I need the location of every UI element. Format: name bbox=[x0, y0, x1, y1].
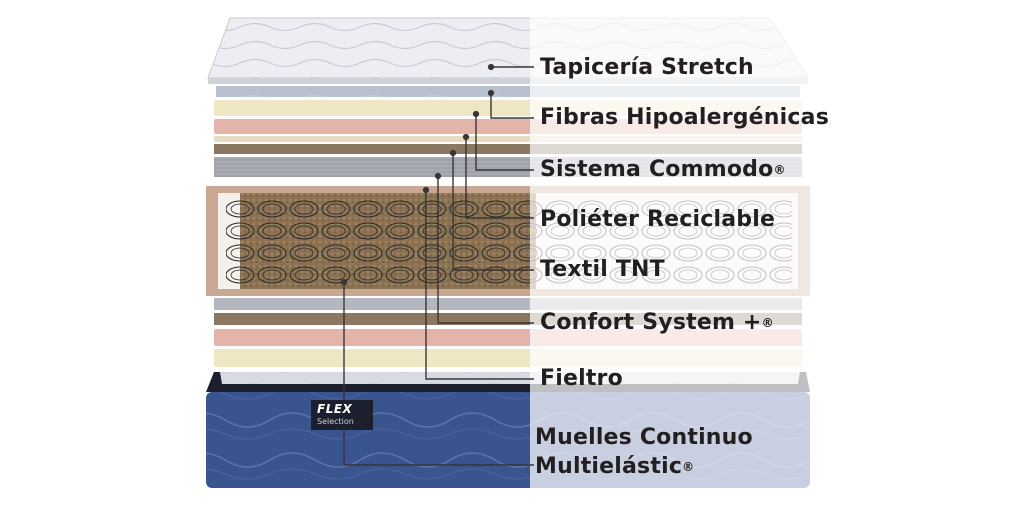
label-fibras-hipoalergenicas: Fibras Hipoalergénicas bbox=[540, 104, 829, 132]
label-fieltro: Fieltro bbox=[540, 365, 623, 393]
label-text: Multielástic bbox=[535, 454, 682, 479]
label-text: Confort System + bbox=[540, 310, 762, 335]
label-confort-system: Confort System +® bbox=[540, 309, 774, 337]
label-text: Muelles Continuo bbox=[535, 425, 753, 450]
label-polieter-reciclable: Poliéter Reciclable bbox=[540, 206, 775, 234]
label-muelles-continuo: Muelles Continuo bbox=[535, 424, 753, 452]
label-text: Tapicería Stretch bbox=[540, 55, 754, 80]
label-textil-tnt: Textil TNT bbox=[540, 256, 665, 284]
label-sistema-commodo: Sistema Commodo® bbox=[540, 156, 786, 184]
label-text: Sistema Commodo bbox=[540, 157, 773, 182]
label-overlay-panel bbox=[530, 14, 813, 492]
leader-dot-polieter bbox=[464, 135, 469, 140]
label-reg: ® bbox=[682, 460, 694, 474]
label-text: Textil TNT bbox=[540, 257, 665, 282]
leader-dot-confort bbox=[436, 174, 441, 179]
leader-dot-muelles bbox=[342, 280, 347, 285]
brand-logo-text: FLEX bbox=[317, 402, 352, 416]
leader-dot-sistema bbox=[474, 112, 479, 117]
leader-dot-tapiceria bbox=[489, 65, 494, 70]
label-reg: ® bbox=[773, 163, 785, 177]
label-reg: ® bbox=[762, 316, 774, 330]
leader-dot-fibras bbox=[489, 91, 494, 96]
leader-dot-textil bbox=[451, 151, 456, 156]
leader-dot-fieltro bbox=[424, 188, 429, 193]
label-text: Fieltro bbox=[540, 366, 623, 391]
label-multielastic: Multielástic® bbox=[535, 453, 694, 481]
label-text: Poliéter Reciclable bbox=[540, 207, 775, 232]
brand-tag: FLEX Selection bbox=[311, 400, 373, 430]
brand-line-text: Selection bbox=[317, 417, 354, 426]
label-tapiceria-stretch: Tapicería Stretch bbox=[540, 54, 754, 82]
label-text: Fibras Hipoalergénicas bbox=[540, 105, 829, 130]
